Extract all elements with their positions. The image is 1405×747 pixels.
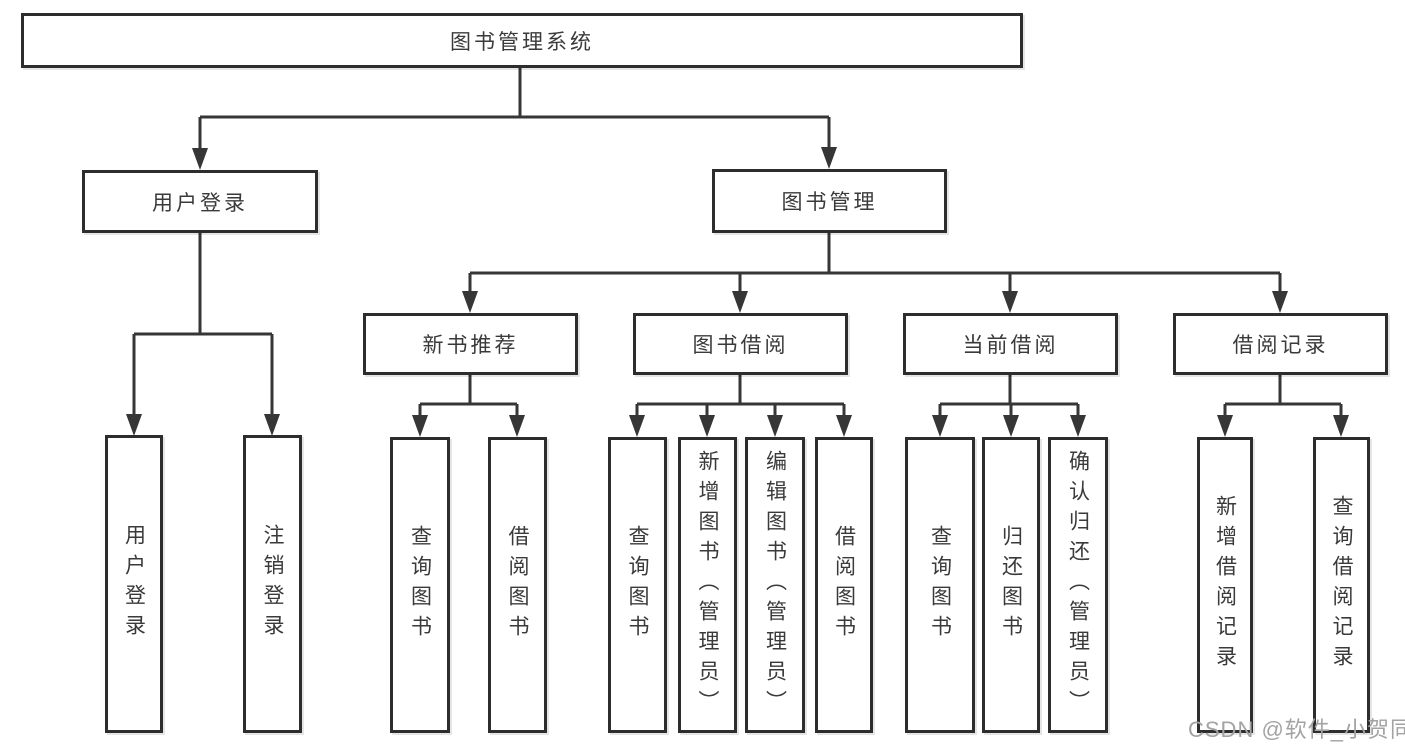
node-new-book-recommend: 新书推荐 xyxy=(363,313,578,375)
leaf-return-books: 归还图书 xyxy=(982,437,1040,733)
leaf-user-login: 用户登录 xyxy=(105,435,163,733)
node-root: 图书管理系统 xyxy=(21,13,1023,68)
node-borrow-records: 借阅记录 xyxy=(1173,313,1388,375)
leaf-edit-book-admin: 编辑图书（管理员） xyxy=(745,437,805,733)
leaf-confirm-return-admin: 确认归还（管理员） xyxy=(1048,437,1108,733)
leaf-borrow-books: 借阅图书 xyxy=(815,437,873,733)
leaf-query-books-current: 查询图书 xyxy=(905,437,975,733)
leaf-query-borrow-record: 查询借阅记录 xyxy=(1313,437,1370,733)
node-current-borrow: 当前借阅 xyxy=(903,313,1118,375)
node-book-borrow: 图书借阅 xyxy=(633,313,848,375)
node-user-login: 用户登录 xyxy=(82,170,318,233)
node-book-management: 图书管理 xyxy=(712,169,947,233)
leaf-add-book-admin: 新增图书（管理员） xyxy=(678,437,737,733)
arrowheads xyxy=(126,147,1349,437)
csdn-watermark: CSDN @软件_小贺同学 xyxy=(1188,717,1405,742)
leaf-add-borrow-record: 新增借阅记录 xyxy=(1197,437,1253,733)
leaf-logout: 注销登录 xyxy=(243,435,302,733)
leaf-query-books-borrow: 查询图书 xyxy=(608,437,667,733)
leaf-borrow-books-recommend: 借阅图书 xyxy=(488,437,547,733)
leaf-query-books-recommend: 查询图书 xyxy=(390,437,450,733)
